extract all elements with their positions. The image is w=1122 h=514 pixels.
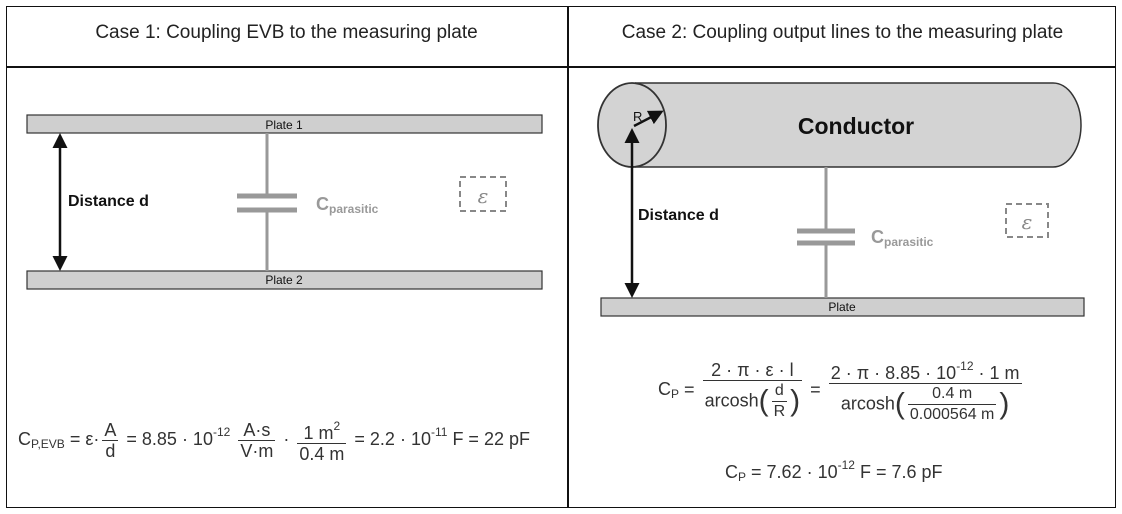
header-divider <box>6 66 1116 68</box>
case2-result: CP = 7.62 · 10-12 F = 7.6 pF <box>725 458 943 484</box>
column-divider <box>567 6 569 508</box>
formula-result: = 2.2 · 10-11 F = 22 pF <box>354 424 530 449</box>
cap-label: Cparasitic <box>316 194 379 216</box>
radius-label: R <box>633 109 642 124</box>
formula-eq1: = <box>684 379 695 400</box>
plate-label: Plate <box>828 300 856 314</box>
case2-title: Case 2: Coupling output lines to the mea… <box>621 22 1064 43</box>
distance-label: Distance d <box>68 193 149 210</box>
epsilon-box <box>1005 203 1049 238</box>
epsilon-symbol: ε <box>1022 210 1033 234</box>
distance-label: Distance d <box>638 207 719 224</box>
formula-eq2: = <box>810 379 821 400</box>
conductor-label: Conductor <box>798 113 914 139</box>
formula-lhs: CP <box>658 379 680 402</box>
formula-eq1: = ε· <box>69 428 100 449</box>
case1-title: Case 1: Coupling EVB to the measuring pl… <box>95 22 478 43</box>
formula-dot: · <box>283 428 290 449</box>
epsilon-symbol: ε <box>478 184 489 208</box>
formula-eq2: = 8.85 · 10-12 <box>126 424 231 449</box>
conductor-cylinder <box>635 82 1082 168</box>
formula-lhs: CP,EVB <box>18 428 65 451</box>
plate1-label: Plate 1 <box>265 118 303 132</box>
plate2-bar <box>26 270 543 290</box>
cap-label: Cparasitic <box>871 227 934 249</box>
case2-diagram: R Conductor Plate Distance d Cparasitic … <box>597 82 1085 317</box>
case1-diagram: Plate 1 Plate 2 Distance d Cparasitic ε <box>26 114 543 290</box>
epsilon-box <box>459 176 507 212</box>
plate2-label: Plate 2 <box>265 273 303 287</box>
plate1-bar <box>26 114 543 134</box>
radius-arrow <box>633 110 664 128</box>
plate-bar <box>600 297 1085 317</box>
table-frame <box>6 6 1116 508</box>
